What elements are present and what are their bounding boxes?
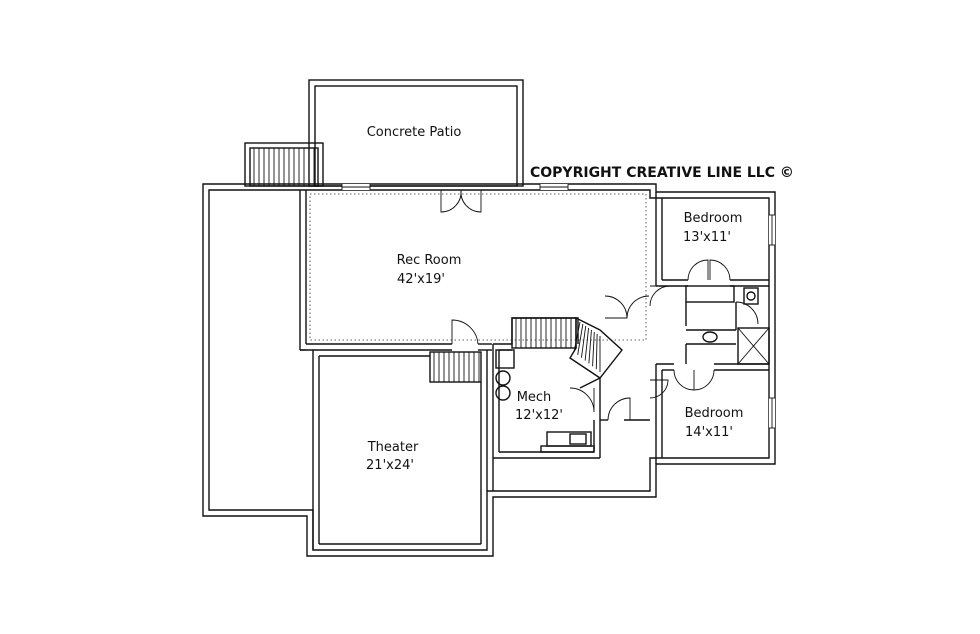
stair-tread — [573, 321, 581, 353]
mech-label: Mech — [517, 390, 552, 405]
rec-room-size: 42'x19' — [397, 272, 445, 287]
top-windows — [341, 184, 569, 190]
stair-tread — [577, 323, 584, 355]
bath-walls — [685, 285, 770, 365]
right-windows — [769, 214, 775, 429]
bedroom-2-label: Bedroom — [685, 406, 744, 421]
bedroom-2-size: 14'x11' — [685, 425, 733, 440]
bedroom-1-size: 13'x11' — [683, 230, 731, 245]
patio-steps — [244, 142, 324, 187]
left-storage-walls — [299, 190, 307, 351]
rec-room-label: Rec Room — [397, 253, 462, 268]
patio-outline — [308, 79, 524, 187]
labels: COPYRIGHT CREATIVE LINE LLC © Concrete P… — [366, 125, 794, 473]
theater-size: 21'x24' — [366, 458, 414, 473]
theater-stairs — [429, 351, 482, 383]
mech-equipment — [495, 349, 595, 453]
bedroom-2-walls — [655, 363, 769, 464]
copyright-text: COPYRIGHT CREATIVE LINE LLC © — [530, 165, 794, 181]
theater-walls — [312, 344, 494, 550]
hall-walls — [579, 377, 650, 421]
main-stairs — [511, 316, 623, 379]
mech-size: 12'x12' — [515, 408, 563, 423]
stair-tread — [584, 327, 590, 361]
concrete-patio-label: Concrete Patio — [367, 125, 462, 140]
bedroom-1-label: Bedroom — [684, 211, 743, 226]
stair-tread — [592, 331, 595, 367]
stair-tread — [588, 329, 592, 364]
doors — [440, 189, 759, 421]
rec-room-south-wall — [306, 343, 492, 351]
theater-label: Theater — [367, 440, 419, 455]
stair-tread — [580, 325, 587, 358]
stair-tread — [595, 333, 598, 370]
rec-room-outline — [309, 193, 647, 341]
